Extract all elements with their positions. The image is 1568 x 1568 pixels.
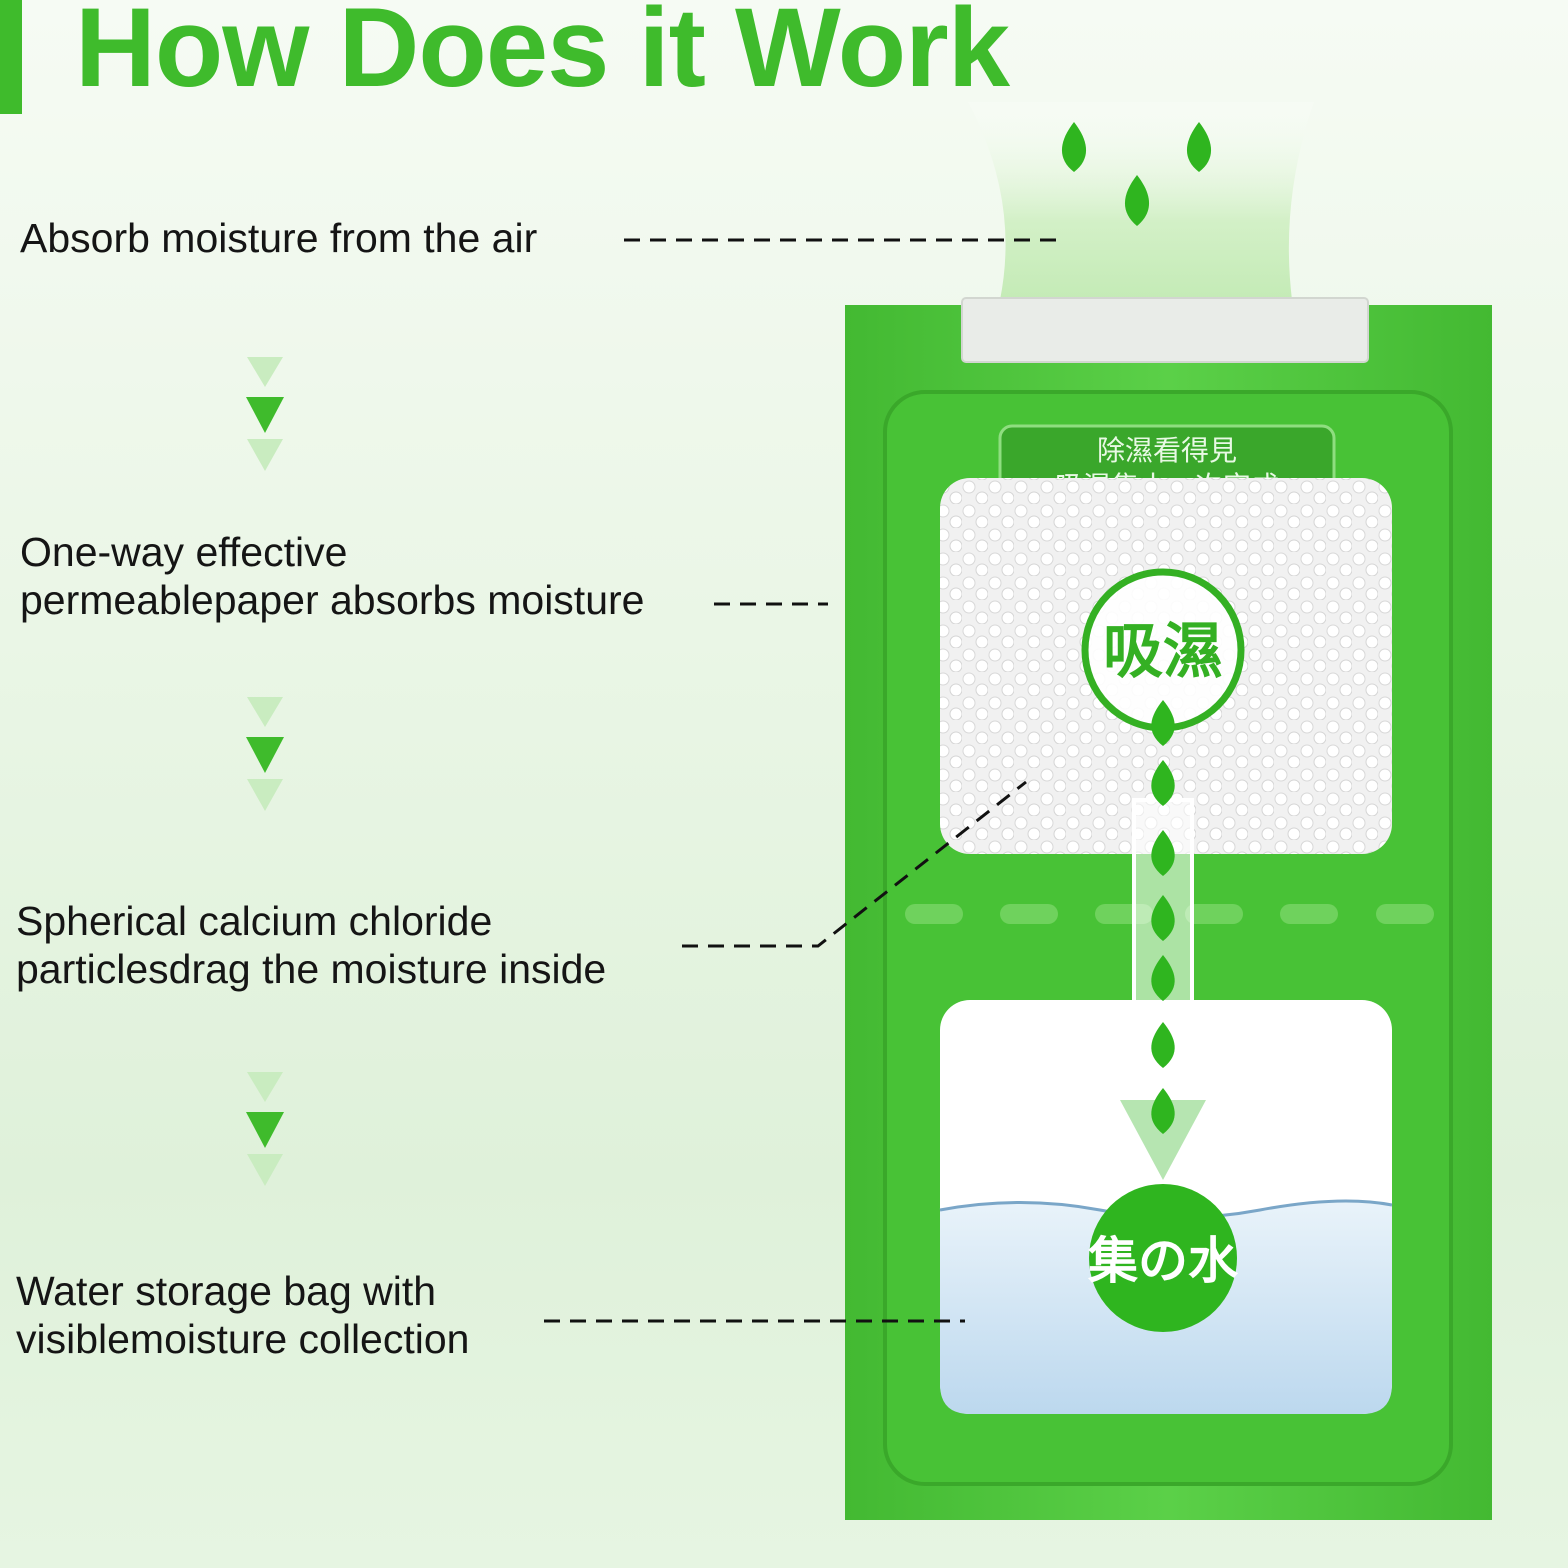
absorb-label: 吸濕 xyxy=(1103,617,1223,687)
leader-line-step-3 xyxy=(682,780,1027,948)
collect-circle xyxy=(1089,1184,1237,1332)
step-3-line-1: Spherical calcium chloride xyxy=(16,898,493,944)
water-drop-icon xyxy=(1151,1022,1175,1068)
title-accent-bar xyxy=(0,0,22,114)
down-chevron-icon xyxy=(243,355,287,475)
step-1-line-1: Absorb moisture from the air xyxy=(20,215,538,261)
water-drop-icon xyxy=(1151,955,1175,1001)
step-4-line-2: visiblemoisture collection xyxy=(16,1316,470,1362)
water-drop-icon xyxy=(1124,175,1150,226)
water-drop-icon xyxy=(1151,700,1175,746)
package-header-line1: 除濕看得見 xyxy=(1097,434,1237,467)
water-drop-icon xyxy=(1061,122,1087,172)
step-4-text: Water storage bag with visiblemoisture c… xyxy=(16,1267,469,1363)
step-3-text: Spherical calcium chloride particlesdrag… xyxy=(16,897,606,993)
step-3-line-2: particlesdrag the moisture inside xyxy=(16,946,607,992)
step-2-line-1: One-way effective xyxy=(20,529,348,575)
down-chevron-icon xyxy=(243,1070,287,1190)
down-chevron-icon xyxy=(243,695,287,815)
collect-label: 集の水 xyxy=(1087,1232,1239,1290)
water-drop-icon xyxy=(1151,895,1175,941)
step-1-text: Absorb moisture from the air xyxy=(20,214,537,262)
top-clip xyxy=(961,297,1369,363)
water-drop-icon xyxy=(1151,830,1175,876)
water-drop-icon xyxy=(1151,760,1175,806)
water-drop-icon xyxy=(1186,122,1212,172)
step-4-line-1: Water storage bag with xyxy=(16,1268,437,1314)
water-drop-icon xyxy=(1151,1088,1175,1134)
step-2-line-2: permeablepaper absorbs moisture xyxy=(20,577,645,623)
page-title: How Does it Work xyxy=(75,0,1010,110)
step-2-text: One-way effective permeablepaper absorbs… xyxy=(20,528,644,624)
